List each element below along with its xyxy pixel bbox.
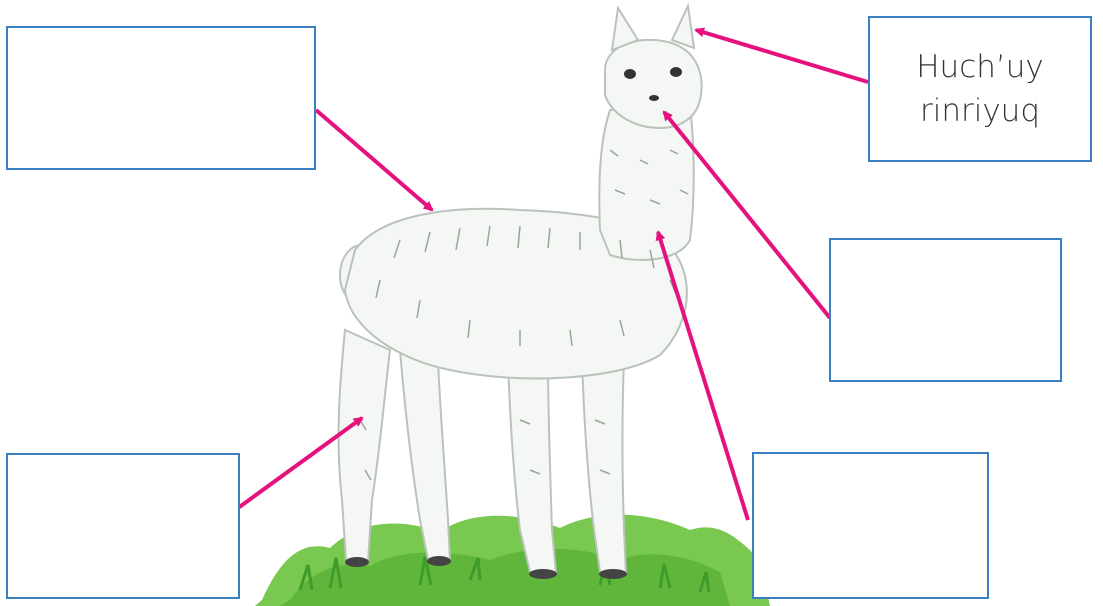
grass [255, 515, 770, 606]
arrow-neck [658, 232, 748, 520]
alpaca [339, 6, 702, 572]
label-text-ear: Huch’uy rinriyuq [916, 45, 1044, 133]
arrow-ear [696, 30, 868, 82]
label-box-mouth[interactable] [829, 238, 1062, 382]
arrow-back [316, 110, 432, 210]
label-box-leg[interactable] [6, 453, 240, 599]
label-box-ear[interactable]: Huch’uy rinriyuq [868, 16, 1092, 162]
label-box-back[interactable] [6, 26, 316, 170]
label-box-neck[interactable] [752, 452, 989, 599]
